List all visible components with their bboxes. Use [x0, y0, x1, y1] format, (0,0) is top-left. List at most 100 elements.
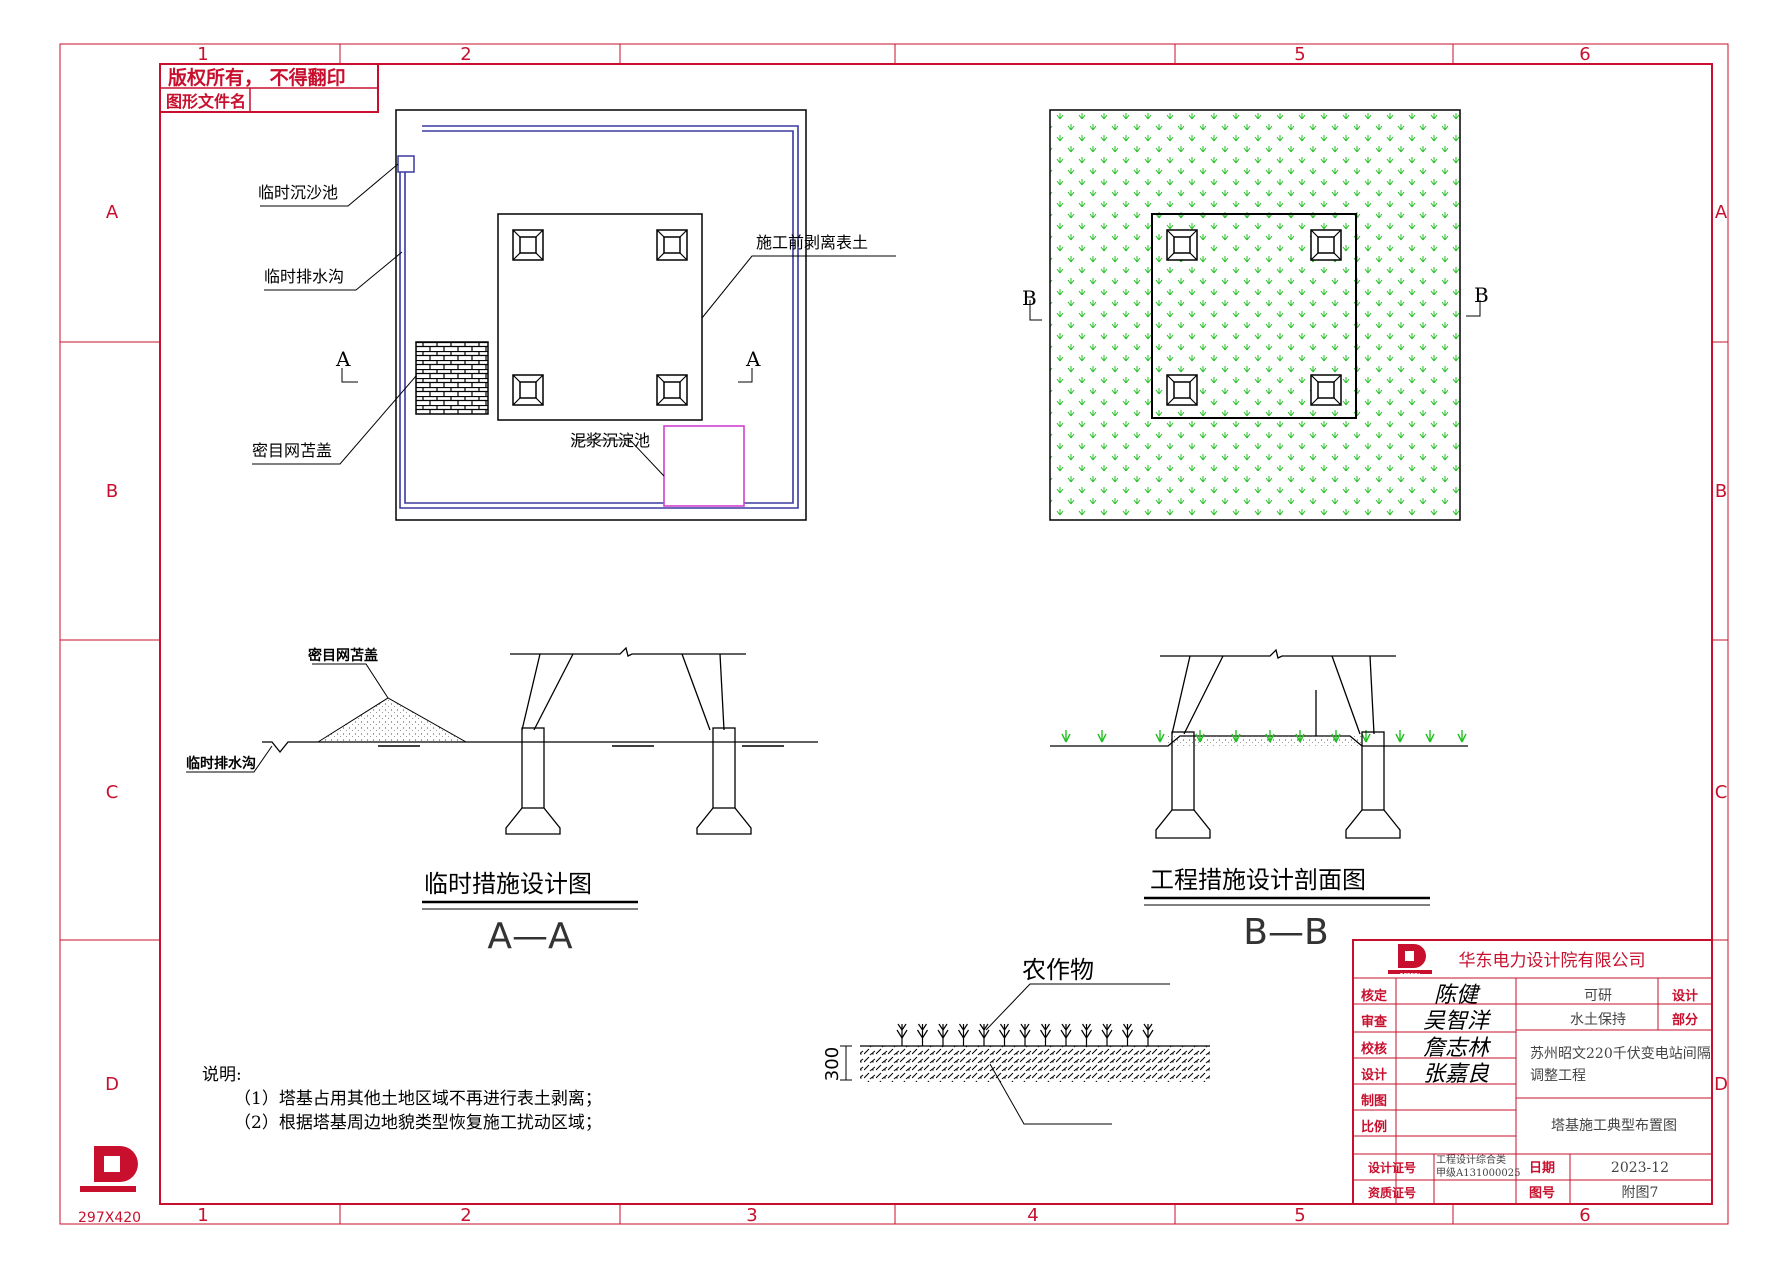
title-block-row-label: 比例 [1361, 1119, 1387, 1135]
section-mark-left [341, 368, 358, 383]
copyright-stamp: 版权所有， 不得翻印 图形文件名 [159, 63, 379, 113]
soil-pile [316, 697, 468, 743]
logo-text: ECEPDI [1400, 973, 1420, 979]
tower-footing-icon [656, 374, 688, 406]
tower-footing-icon [1166, 229, 1198, 261]
date-label: 日期 [1529, 1161, 1555, 1176]
crop-plant-icon [937, 1023, 949, 1046]
row-label: C [106, 782, 119, 803]
section-mark-a-right: A [745, 347, 761, 371]
section-mark-b-right: B [1474, 283, 1489, 307]
project-name-line2: 调整工程 [1530, 1068, 1586, 1084]
crop-plant-icon [1060, 1023, 1072, 1046]
grass-tuft-icon [1425, 730, 1435, 743]
section-mark-right [738, 368, 753, 383]
title-block-logo-icon: ECEPDI [1388, 944, 1432, 979]
section-mark-b-left: B [1022, 286, 1037, 310]
crop-plant-icon [1019, 1023, 1031, 1046]
discipline-value: 水土保持 [1570, 1012, 1626, 1028]
crop-label: 农作物 [1022, 956, 1094, 984]
cert-text-2: 甲级A131000025 [1436, 1167, 1520, 1179]
date-value: 2023-12 [1611, 1160, 1669, 1176]
col-label: 3 [746, 1205, 757, 1226]
drawing-no-label: 图号 [1529, 1186, 1555, 1201]
col-label: 2 [460, 1205, 471, 1226]
title-block-row-label: 制图 [1361, 1093, 1387, 1109]
tower-footing-icon [1310, 374, 1342, 406]
paper-size: 297X420 [78, 1210, 141, 1226]
label-drain-ditch: 临时排水沟 [264, 267, 344, 286]
tower-footing-icon [656, 229, 688, 261]
grass-tuft-icon [1097, 730, 1107, 743]
title-block-row-label: 校核 [1361, 1041, 1387, 1057]
row-label: C [1715, 782, 1728, 803]
section-b-title: 工程措施设计剖面图 [1150, 866, 1366, 894]
sediment-pond [397, 155, 415, 173]
notes-heading: 说明: [202, 1065, 242, 1085]
plan-engineering-measures: B B [1022, 109, 1489, 521]
cert-text-1: 工程设计综合类 [1436, 1153, 1506, 1166]
company-logo-icon [80, 1146, 138, 1192]
cert-label: 设计证号 [1368, 1160, 1416, 1175]
col-label: 5 [1294, 1205, 1305, 1226]
column-labels-top: 1 2 5 6 [197, 44, 1590, 65]
discipline-label: 部分 [1672, 1012, 1698, 1028]
title-block-row-label: 设计 [1361, 1067, 1387, 1083]
row-label: A [106, 202, 119, 223]
crop-plant-icon [1080, 1023, 1093, 1046]
notes: 说明: （1）塔基占用其他土地区域不再进行表土剥离； （2）根据塔基周边地貌类型… [202, 1065, 602, 1133]
grass-tuft-icon [1395, 730, 1405, 743]
col-label: 1 [197, 1205, 208, 1226]
file-name-label: 图形文件名 [166, 92, 246, 111]
note-item: （2）根据塔基周边地貌类型恢复施工扰动区域； [234, 1113, 602, 1133]
column-labels-bottom: 1 2 3 4 5 6 [197, 1205, 1590, 1226]
section-a-a: 密目网苫盖 临时排水沟 临时措施设计图 A—A [186, 646, 818, 957]
crop-dimension: 300 [822, 1047, 843, 1081]
signature: 张嘉良 [1423, 1062, 1490, 1087]
drawing-no-value: 附图7 [1622, 1185, 1659, 1201]
row-labels-right: A B C D [1714, 202, 1728, 1095]
tower-footing-icon [512, 374, 544, 406]
row-label: B [1715, 481, 1727, 502]
title-block-row-label: 核定 [1361, 988, 1387, 1004]
crop-plant-icon [1121, 1023, 1134, 1046]
grass-tuft-icon [1265, 730, 1275, 743]
label-mud-pond: 泥浆沉淀池 [570, 431, 650, 450]
col-label: 4 [1027, 1205, 1038, 1226]
tower-footing-icon [1310, 229, 1342, 261]
col-label: 5 [1294, 44, 1305, 65]
project-name-line1: 苏州昭文220千伏变电站间隔 [1530, 1046, 1711, 1062]
mesh-cover-pile [415, 341, 489, 415]
row-label: D [1714, 1074, 1728, 1095]
row-labels-left: A B C D [105, 202, 119, 1095]
crop-plant-icon [957, 1023, 970, 1046]
tower-base-area [1151, 213, 1357, 419]
section-a-title: 临时措施设计图 [424, 870, 592, 898]
grass-area [1049, 109, 1461, 521]
grass-tuft-icon [1155, 730, 1165, 743]
tower-footing-icon [1166, 374, 1198, 406]
drawing-frame [59, 43, 1729, 1225]
label-mesh: 密目网苫盖 [307, 647, 378, 664]
col-label: 2 [460, 44, 471, 65]
crop-plant-icon [1101, 1023, 1113, 1046]
copyright-text: 版权所有， 不得翻印 [168, 66, 346, 89]
label-sediment-pond: 临时沉沙池 [258, 183, 338, 202]
qual-label: 资质证号 [1368, 1185, 1416, 1200]
crop-detail: 农作物 300 [822, 956, 1210, 1125]
row-label: A [1715, 202, 1728, 223]
grass-tuft-icon [1295, 730, 1305, 743]
grass-tuft-icon [1457, 730, 1467, 743]
stage-value: 可研 [1584, 988, 1612, 1004]
signature: 吴智洋 [1423, 1009, 1492, 1034]
grass-tuft-icon [1231, 730, 1241, 743]
grass-tuft-icon [1195, 730, 1205, 743]
col-label: 6 [1579, 44, 1590, 65]
grass-tuft-icon [1061, 730, 1071, 743]
grass-tuft-icon [1331, 730, 1341, 743]
crop-plant-icon [998, 1023, 1011, 1046]
plan-temporary-measures: 临时沉沙池 临时排水沟 施工前剥离表土 密目网苫盖 泥浆沉淀池 A A [252, 109, 896, 521]
section-b-b: 工程措施设计剖面图 B—B [1050, 648, 1468, 953]
